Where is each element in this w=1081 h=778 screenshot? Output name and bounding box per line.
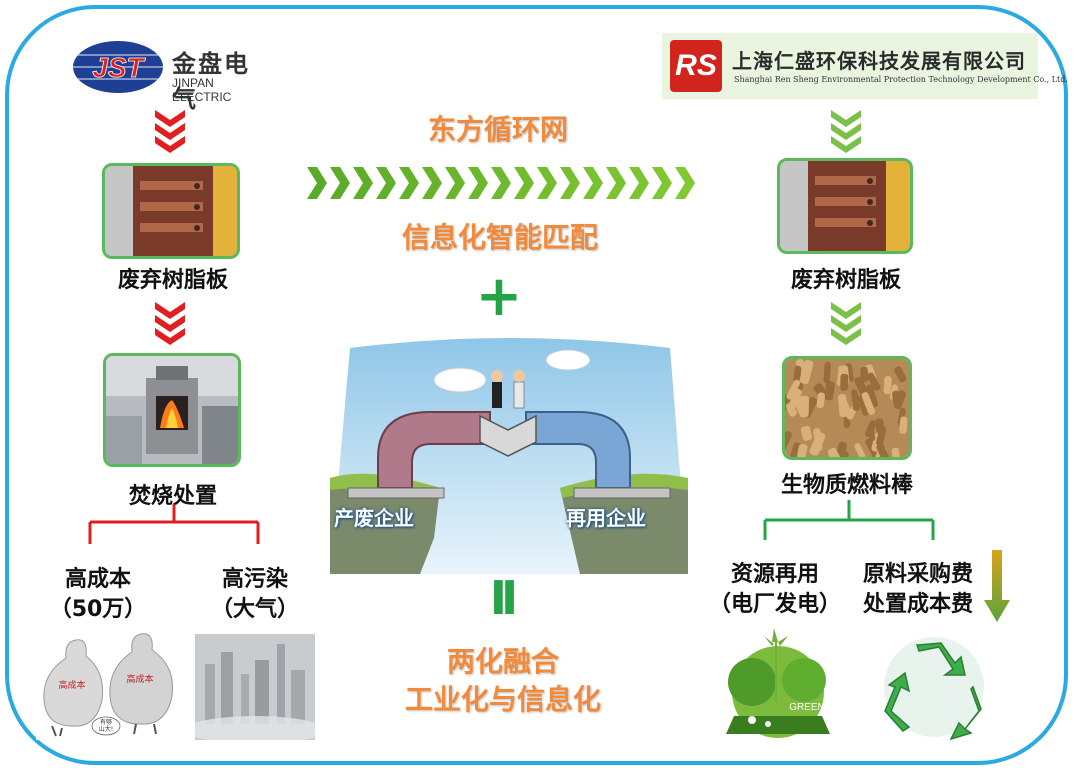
left-red-bracket — [88, 504, 260, 544]
right-waste-resin-photo — [777, 158, 913, 254]
jst-logo-icon: JST — [73, 41, 163, 93]
green-energy-illustration: GREEN — [712, 622, 844, 744]
resource-reuse-label: 资源再用 — [730, 562, 819, 587]
jinpan-name-en: JINPAN ELECTRIC — [172, 76, 232, 104]
chevron-segment — [675, 167, 695, 199]
plus-symbol: + — [475, 264, 523, 329]
left-waste-resin-photo — [102, 163, 240, 259]
right-green-bracket — [763, 500, 935, 540]
smog-city-photo — [195, 634, 315, 740]
chevron-segment — [307, 167, 327, 199]
chevron-segment — [376, 167, 396, 199]
chevron-segment — [330, 167, 350, 199]
bridge-handshake-illustration: 产废企业 再用企业 — [330, 338, 688, 574]
chevron-segment — [514, 167, 534, 199]
green-chevron-arrow-2 — [828, 300, 864, 348]
fusion-title: 两化融合 — [446, 645, 559, 678]
green-text: GREEN — [789, 702, 825, 713]
material-purchase-cost-label: 原料采购费 — [862, 562, 973, 587]
rensheng-name-en: Shanghai Ren Sheng Environmental Protect… — [734, 75, 1068, 84]
rensheng-name-cn: 上海仁盛环保科技发展有限公司 — [732, 49, 1026, 73]
red-chevron-arrow-1 — [152, 108, 188, 156]
pear-text-2: 高成本 — [126, 673, 153, 685]
incinerator-photo — [103, 353, 241, 467]
cost-down-arrow-icon — [984, 550, 1010, 622]
chevron-segment — [445, 167, 465, 199]
recycle-symbol-icon — [875, 633, 993, 741]
chevron-segment — [652, 167, 672, 199]
matching-title: 信息化智能匹配 — [401, 221, 598, 254]
chevron-segment — [583, 167, 603, 199]
chevron-segment — [491, 167, 511, 199]
red-chevron-arrow-2 — [152, 300, 188, 348]
rensheng-logo: RS 上海仁盛环保科技发展有限公司 Shanghai Ren Sheng Env… — [662, 33, 1068, 99]
green-chevron-arrow-1 — [828, 108, 864, 156]
high-cost-amount: （50万） — [49, 597, 147, 622]
biomass-fuel-label: 生物质燃料棒 — [780, 473, 913, 498]
high-cost-pears-illustration: 高成本 高成本 有够 山大! — [36, 630, 186, 740]
biomass-pellets-photo — [782, 356, 912, 460]
jinpan-name-cn: 金盘电气 — [172, 50, 250, 113]
green-flow-chevrons-icon — [307, 167, 695, 199]
bubble-text-2: 山大! — [99, 725, 113, 733]
power-generation-label: （电厂发电） — [708, 592, 841, 617]
disposal-cost-label: 处置成本费 — [862, 592, 973, 617]
chevron-segment — [422, 167, 442, 199]
high-pollution-label: 高污染 — [221, 567, 288, 592]
chevron-segment — [399, 167, 419, 199]
high-cost-label: 高成本 — [64, 567, 131, 592]
network-title: 东方循环网 — [427, 113, 568, 146]
right-waste-label: 废弃树脂板 — [790, 268, 901, 293]
chevron-segment — [560, 167, 580, 199]
chevron-segment — [353, 167, 373, 199]
jinpan-logo: JST 金盘电气 JINPAN ELECTRIC — [70, 38, 270, 113]
chevron-segment — [629, 167, 649, 199]
chevron-segment — [468, 167, 488, 199]
rs-logo-icon: RS — [670, 40, 722, 92]
jst-logo-text: JST — [92, 52, 146, 83]
pear-text-1: 高成本 — [58, 679, 85, 691]
chevron-segment — [537, 167, 557, 199]
reuse-enterprise-label: 再用企业 — [566, 506, 646, 530]
left-waste-label: 废弃树脂板 — [117, 268, 228, 293]
equals-symbol: II — [489, 571, 518, 625]
chevron-segment — [606, 167, 626, 199]
fusion-subtitle: 工业化与信息化 — [404, 683, 601, 716]
bubble-text-1: 有够 — [100, 718, 112, 726]
high-pollution-detail: （大气） — [210, 597, 299, 622]
waste-producer-label: 产废企业 — [334, 506, 414, 530]
